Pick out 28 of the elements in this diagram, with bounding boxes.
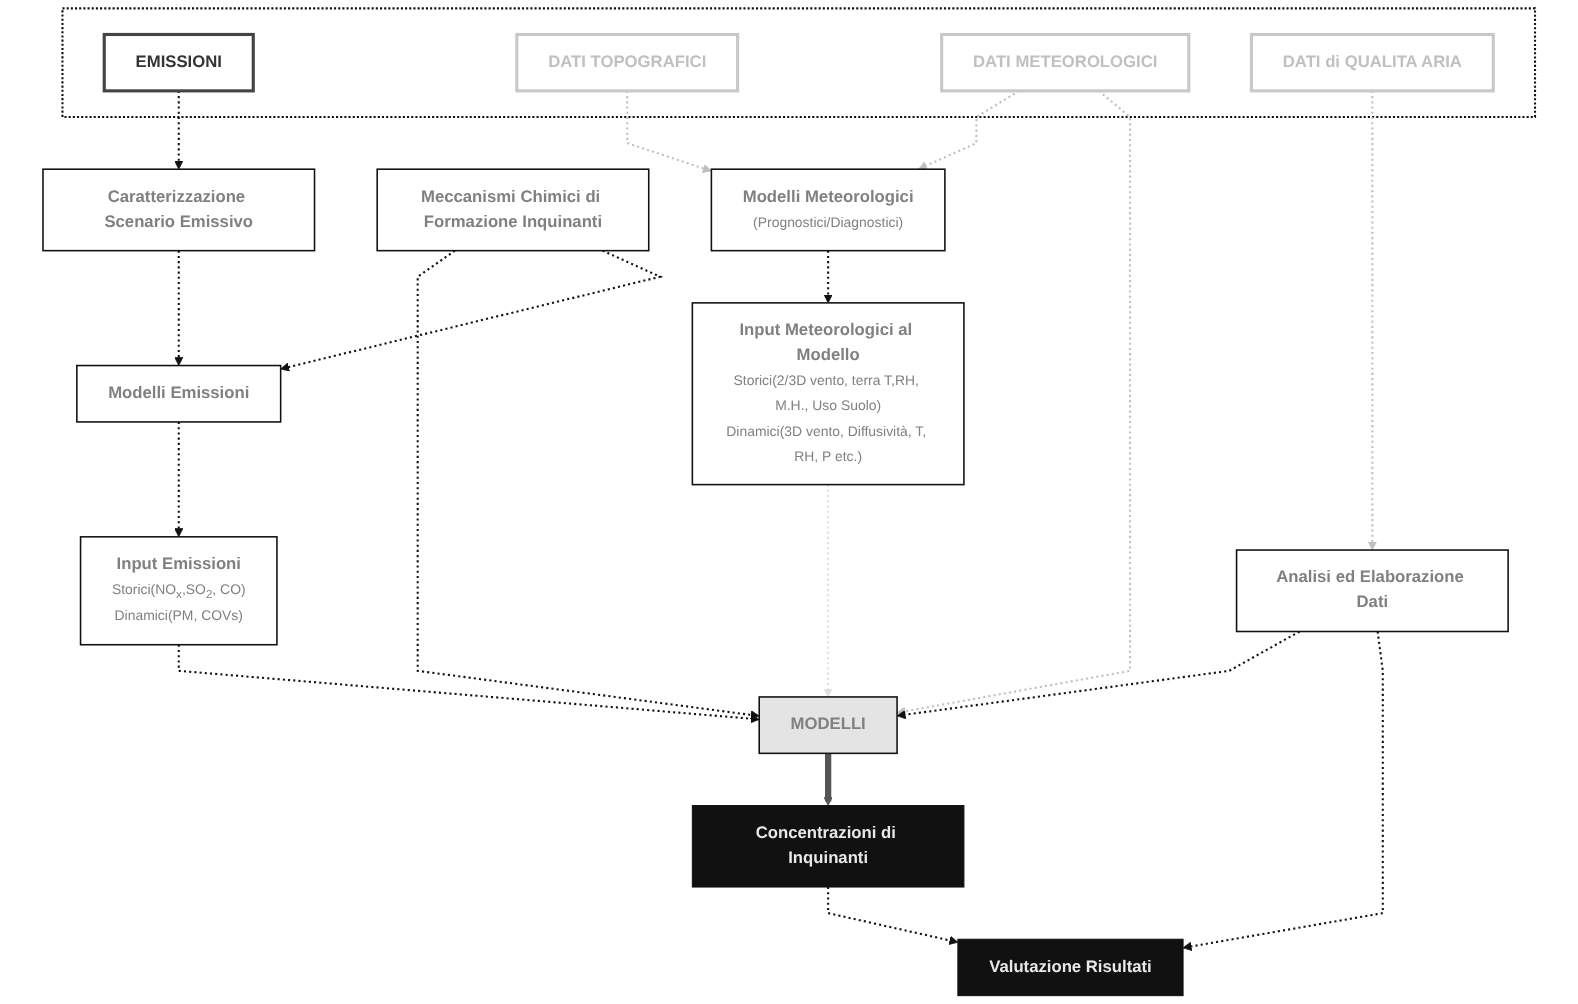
node-box: Modelli Emissioni <box>76 364 282 423</box>
arrow <box>896 630 1301 720</box>
arrow <box>827 887 959 945</box>
arrow <box>823 753 833 806</box>
arrow <box>1367 90 1377 551</box>
arrow <box>896 90 1132 716</box>
node-box: Valutazione Risultati <box>957 938 1184 997</box>
arrow <box>280 249 664 372</box>
arrow <box>823 484 833 698</box>
node-box: MODELLI <box>758 696 898 755</box>
arrow <box>1182 631 1384 951</box>
node-box: Meccanismi Chimici di Formazione Inquinanti <box>376 168 650 252</box>
arrow <box>177 644 760 724</box>
arrow <box>416 249 760 720</box>
arrow <box>174 250 184 366</box>
arrow <box>918 89 1020 170</box>
node-box: DATI METEOROLOGICI <box>940 32 1191 93</box>
node-box: Concentrazioni di Inquinanti <box>691 805 965 888</box>
node-box: Caratterizzazione Scenario Emissivo <box>42 168 316 252</box>
cluster <box>61 7 1537 118</box>
node-box: DATI di QUALITA ARIA <box>1249 32 1495 93</box>
arrow <box>626 90 712 173</box>
node-box: Analisi ed Elaborazione Dati <box>1235 549 1509 633</box>
arrow <box>823 250 833 304</box>
node-box: DATI TOPOGRAFICI <box>515 32 740 93</box>
arrow <box>174 421 184 538</box>
arrow <box>174 90 184 170</box>
node-box: EMISSIONI <box>102 32 255 93</box>
